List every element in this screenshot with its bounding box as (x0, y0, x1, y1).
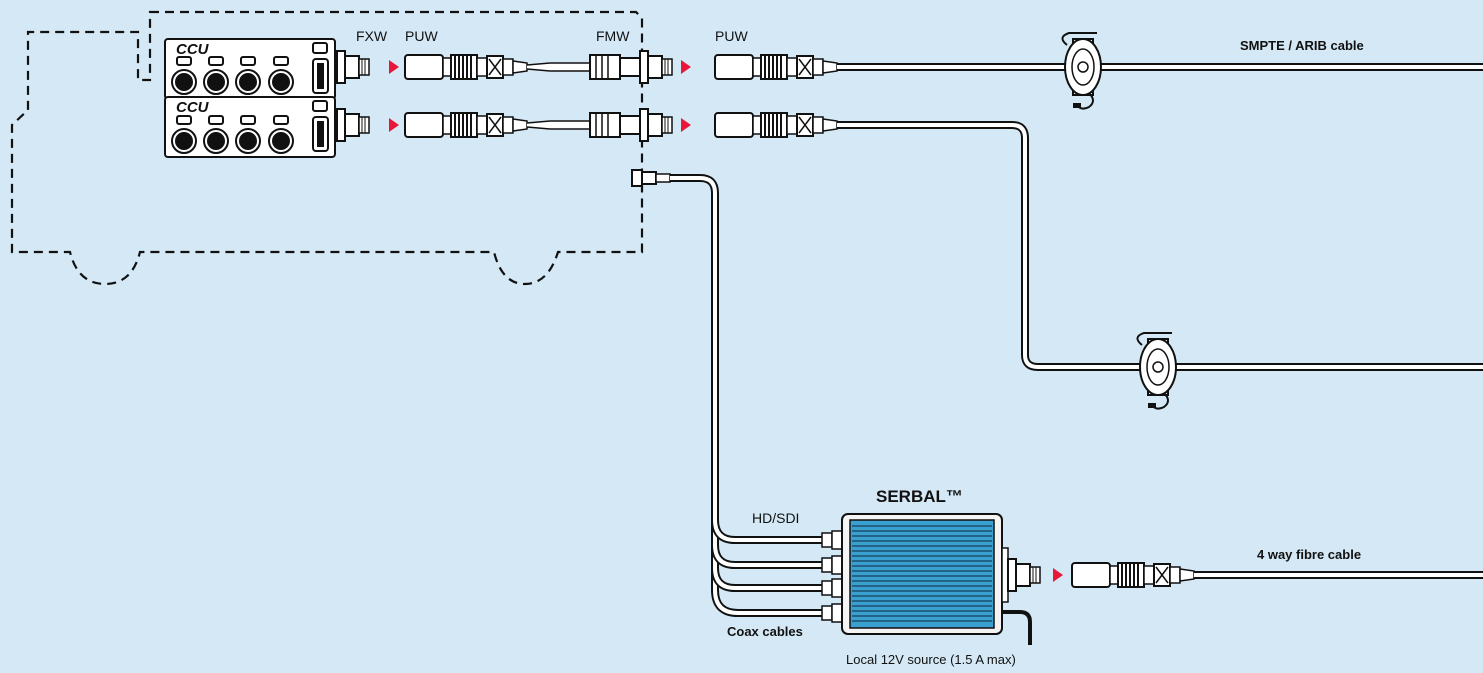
ccu-label-top: CCU (176, 41, 210, 58)
coax-connectors (821, 530, 843, 623)
fxw-socket-bottom (336, 108, 370, 142)
fxw-label: FXW (356, 28, 388, 44)
arrow-icons (389, 60, 1063, 582)
arrow-icon (389, 60, 399, 74)
fmw-socket-bottom (639, 108, 673, 142)
smpte-cable-label: SMPTE / ARIB cable (1240, 38, 1364, 53)
ccu-unit-bottom: CCU (164, 96, 336, 158)
cable-reel-icon-top (1061, 32, 1102, 110)
fxw-socket-top (336, 50, 370, 84)
smpte-cable-bottom (837, 121, 1483, 371)
internal-cable-top (404, 54, 641, 80)
puw-plug-top (714, 54, 838, 80)
serbal-unit (841, 513, 1009, 635)
fibre-cable (1194, 571, 1483, 579)
cable-reel-icon-bottom (1136, 332, 1177, 410)
puw-label-external: PUW (715, 28, 748, 44)
ob-van-outline (10, 10, 644, 286)
fibre-cable-label: 4 way fibre cable (1257, 547, 1361, 562)
serbal-output-socket (1007, 558, 1041, 592)
smpte-cable-top (837, 63, 1483, 71)
power-source-label: Local 12V source (1.5 A max) (846, 652, 1016, 667)
fmw-label: FMW (596, 28, 630, 44)
arrow-icon (389, 118, 399, 132)
coax-trunk (631, 169, 840, 617)
ccu-label-bottom: CCU (176, 99, 210, 116)
puw-label-internal: PUW (405, 28, 438, 44)
arrow-icon (681, 60, 691, 74)
internal-cable-bottom (404, 112, 641, 138)
arrow-icon (681, 118, 691, 132)
coax-cables-label: Coax cables (727, 624, 803, 639)
fibre-plug (1071, 562, 1195, 588)
arrow-icon (1053, 568, 1063, 582)
ccu-unit-top: CCU (164, 38, 336, 100)
fmw-socket-top (639, 50, 673, 84)
power-lead (1002, 610, 1032, 645)
puw-plug-bottom (714, 112, 838, 138)
serbal-title: SERBAL™ (876, 487, 963, 506)
hdsdi-label: HD/SDI (752, 510, 799, 526)
